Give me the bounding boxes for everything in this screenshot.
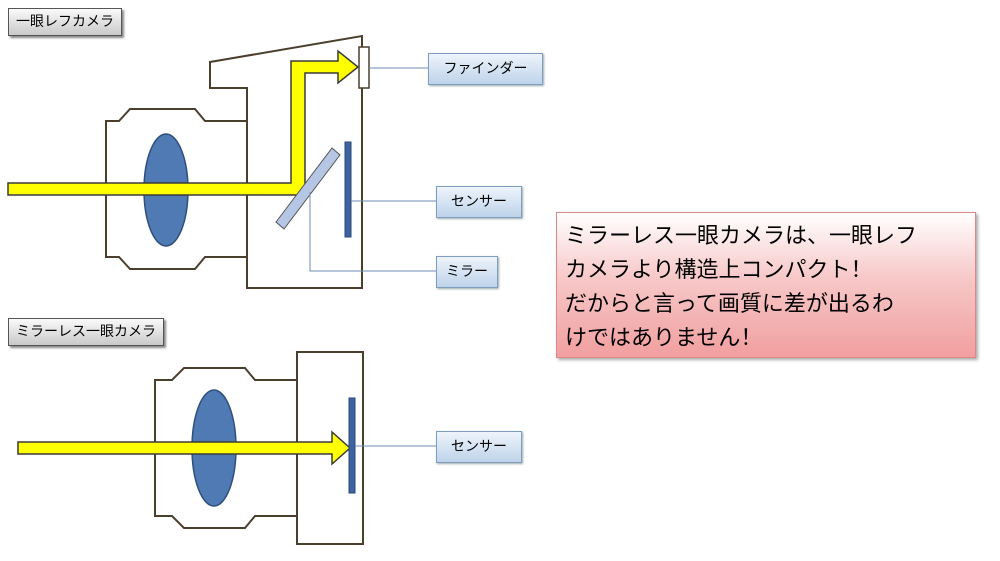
finder-callout: ファインダー	[428, 53, 543, 85]
slr-sensor-icon	[344, 141, 352, 238]
mirror-icon	[275, 147, 341, 230]
explanation-note: ミラーレス一眼カメラは、一眼レフ カメラより構造上コンパクト！ だからと言って画…	[556, 212, 976, 358]
note-line: だからと言って画質に差が出るわ	[565, 292, 894, 317]
mirrorless-light-ray-arrow	[17, 430, 352, 466]
note-line: けではありません！	[565, 326, 763, 351]
sensor-mirrorless-callout: センサー	[436, 431, 522, 463]
slr-body	[209, 34, 363, 289]
slr-title-label: 一眼レフカメラ	[8, 8, 122, 36]
sensor-slr-callout: センサー	[436, 186, 522, 218]
mirrorless-sensor-icon	[348, 397, 356, 494]
mirrorless-title-label: ミラーレス一眼カメラ	[8, 318, 164, 346]
slr-leader-lines	[309, 67, 436, 272]
mirror-callout: ミラー	[436, 256, 498, 288]
slr-light-ray-arrow	[7, 49, 360, 196]
note-line: カメラより構造上コンパクト！	[565, 258, 873, 283]
mirror-leader-line	[309, 192, 436, 272]
note-line: ミラーレス一眼カメラは、一眼レフ	[565, 224, 918, 249]
finder-icon	[358, 46, 370, 89]
